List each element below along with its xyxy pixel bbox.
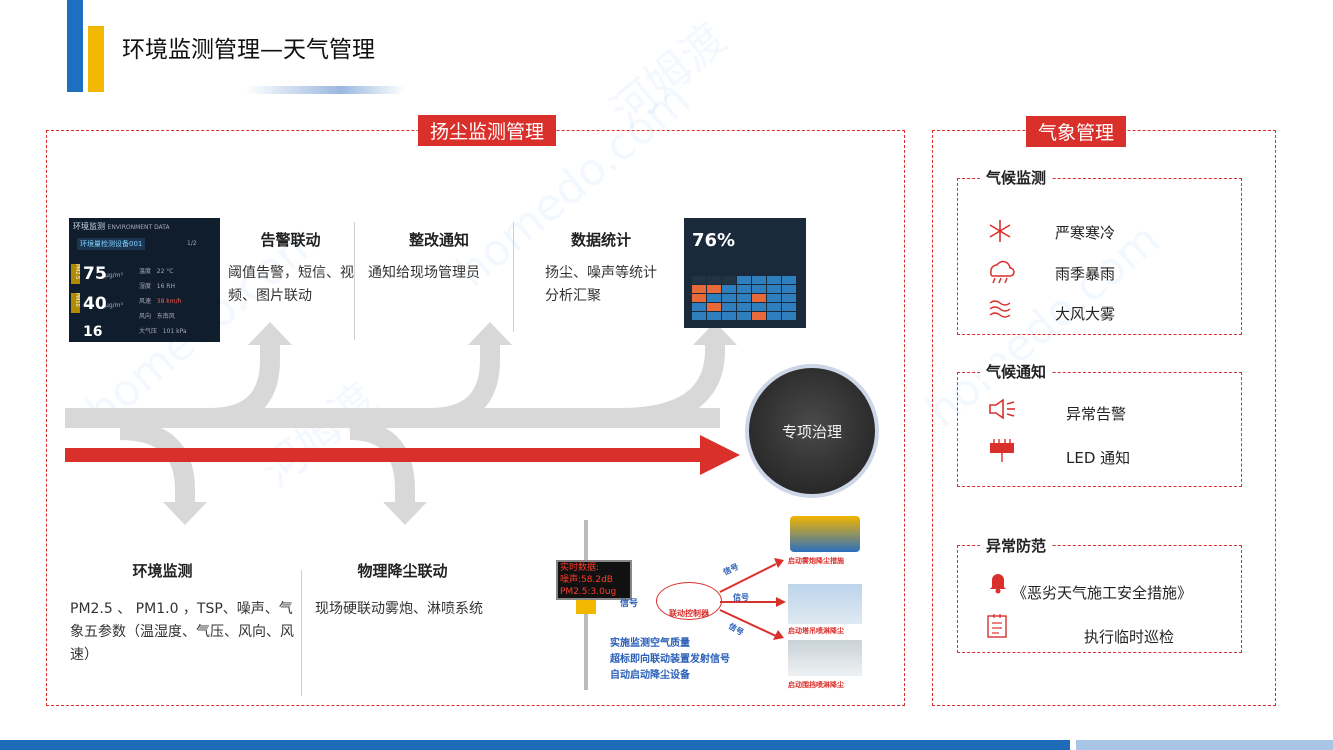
divider [513,222,514,332]
unit-label: μg/m³ [105,272,123,279]
statistics-screen: 76% [684,218,806,328]
screen-params: 温度 22 °C 湿度 16 RH 风速 38 km/h 风向 东南风 大气压 … [139,268,187,335]
warning-sign [576,600,596,614]
screen-page: 1/2 [187,240,197,247]
special-governance-circle: 专项治理 [745,364,879,498]
feature-title-alarm-linkage: 告警联动 [260,231,321,249]
fog-cannon-image [790,516,860,552]
feature-title-dust-suppression: 物理降尘联动 [357,562,448,580]
signal-label: 信号 [733,593,749,602]
watermark: 河姆渡 [601,13,736,138]
fence-spray-image [788,640,862,676]
abnormal-prevention-label: 异常防范 [980,535,1053,556]
special-governance-label: 专项治理 [781,422,842,441]
pm25-value: 75 [83,264,107,284]
action-label-1: 启动雾炮降尘措施 [788,557,844,565]
header-accent-yellow [88,26,104,92]
feature-desc-data-statistics: 扬尘、噪声等统计分析汇聚 [545,265,657,304]
feature-title-env-monitor: 环境监测 [132,562,193,580]
title-underline [245,86,405,94]
climate-notice-box [957,372,1242,487]
feature-title-rectify-notice: 整改通知 [408,231,469,249]
led-board: 实时数据: 噪声:58.2dB PM2.5:3.0ug [556,560,632,600]
action-label-2: 启动塔吊喷淋降尘 [788,627,844,635]
signal-arrows [719,558,786,640]
climate-item-cold: 严寒寒冷 [1055,224,1116,242]
climate-monitor-box [957,178,1242,335]
device-data-screen: 环境监测 ENVIRONMENT DATA 环境量检测设备001 1/2 PM2… [69,218,220,342]
prevention-item-inspection: 执行临时巡检 [1084,628,1175,646]
divider [354,222,355,340]
pm10-value: 40 [83,294,107,314]
controller: 联动控制器 [656,582,722,620]
flow-arrows [65,322,740,525]
notice-item-alarm: 异常告警 [1066,405,1127,423]
prevention-item-measures: 《恶劣天气施工安全措施》 [1012,584,1193,602]
header-accent-blue [67,0,83,92]
divider [301,570,302,696]
stat-calendar [692,276,796,320]
page-title: 环境监测管理—天气管理 [122,37,375,63]
feature-desc-alarm-linkage: 阈值告警，短信、视频、图片联动 [228,265,354,304]
climate-monitor-label: 气候监测 [980,167,1053,188]
footer-bar [0,740,1070,750]
led-board-icon [990,439,1014,462]
climate-item-wind-fog: 大风大雾 [1055,305,1116,323]
checklist-icon [987,614,1007,638]
alarm-speaker-icon [989,398,1015,420]
rain-cloud-icon [990,260,1015,284]
signal-label: 信号 [620,599,639,609]
fog-icon [989,300,1011,318]
linkage-diagram: 实时数据: 噪声:58.2dB PM2.5:3.0ug 信号 联动控制器 信号 … [548,512,868,692]
climate-notice-label: 气候通知 [980,361,1053,382]
caption-3: 自动启动降尘设备 [610,670,690,681]
snowflake-icon [989,220,1011,242]
screen-title: 环境监测 ENVIRONMENT DATA [73,222,170,231]
feature-desc-env-monitor: PM2.5 、 PM1.0 ，TSP、噪声、气象五参数（温湿度、气压、风向、风速… [70,601,294,663]
caption-1: 实施监测空气质量 [610,638,690,649]
abnormal-prevention-box [957,545,1242,653]
stat-value: 76% [692,230,736,251]
notice-item-led: LED 通知 [1066,449,1131,467]
feature-title-data-statistics: 数据统计 [570,231,631,249]
caption-2: 超标即向联动装置发射信号 [610,654,730,665]
climate-item-rainstorm: 雨季暴雨 [1055,265,1116,283]
pm10-label: PM10 [71,293,80,313]
unit-label: μg/m³ [105,302,123,309]
tower-spray-image [788,584,862,624]
feature-desc-dust-suppression: 现场硬联动雾炮、淋喷系统 [315,601,483,617]
dust-panel-tag: 扬尘监测管理 [418,115,557,146]
action-label-3: 启动围挡喷淋降尘 [788,681,844,689]
footer-bar-light [1076,740,1333,750]
weather-panel-tag: 气象管理 [1026,116,1127,147]
noise-value: 16 [83,324,103,340]
feature-desc-rectify-notice: 通知给现场管理员 [368,265,480,281]
bell-icon [990,574,1006,594]
screen-device-name: 环境量检测设备001 [77,238,146,250]
pm25-label: PM2.5 [71,264,80,284]
